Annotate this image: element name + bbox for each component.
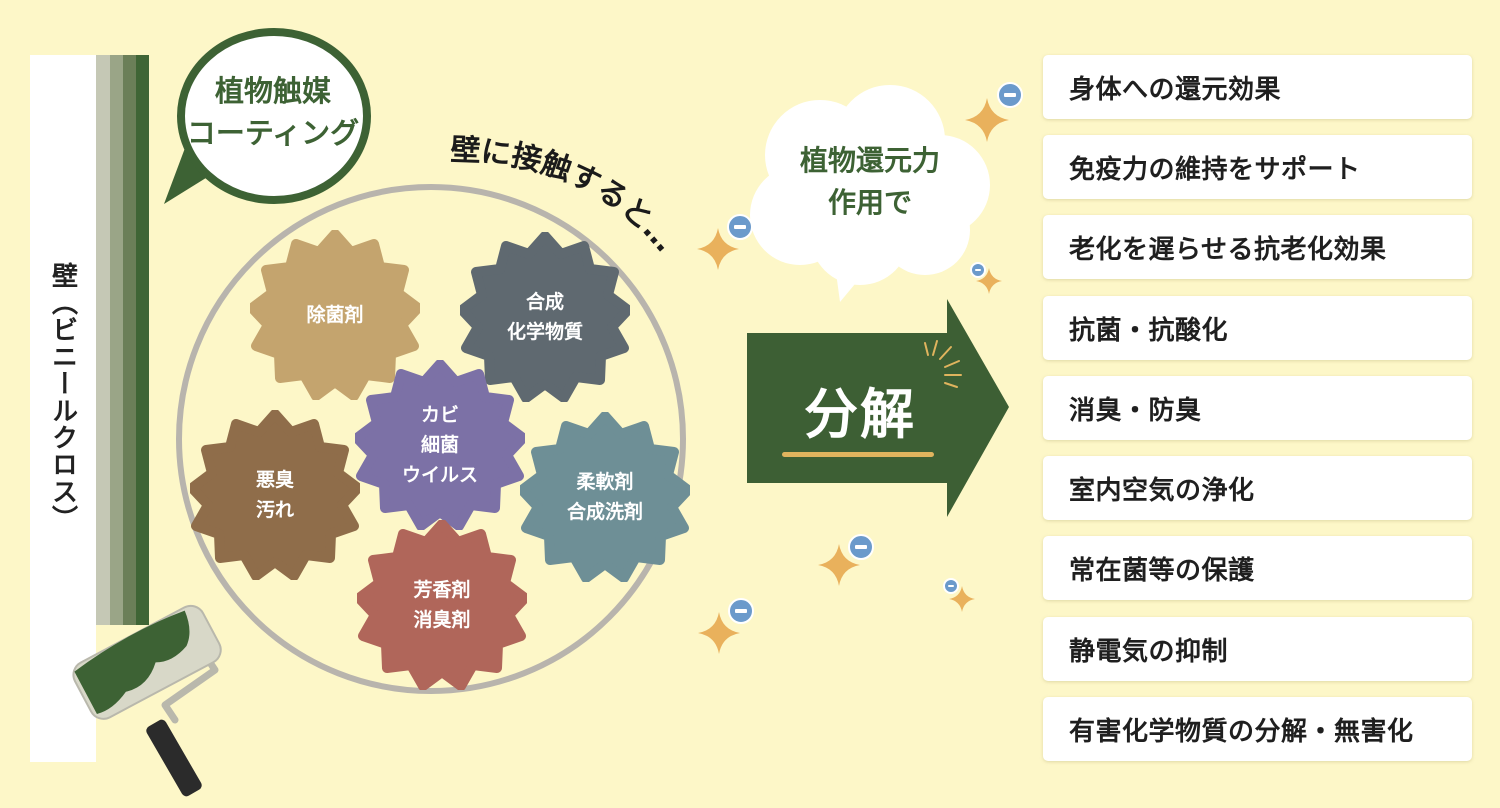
substance-fragrance-deodorant: 芳香剤 消臭剤 xyxy=(357,520,527,690)
effect-item: 抗菌・抗酸化 xyxy=(1043,296,1472,360)
substances-circle xyxy=(176,184,686,694)
decompose-label: 分解 xyxy=(804,383,916,446)
cloud-speech-bubble xyxy=(750,85,990,302)
effect-item: 消臭・防臭 xyxy=(1043,376,1472,440)
decompose-underline xyxy=(782,452,934,457)
paint-roller-icon xyxy=(72,604,222,797)
effect-item: 免疫力の維持をサポート xyxy=(1043,135,1472,199)
substance-mold-bacteria-virus: カビ 細菌 ウイルス xyxy=(355,360,525,530)
minus-ion-icon xyxy=(997,82,1023,108)
coating-speech-bubble xyxy=(164,28,371,204)
substance-synthetic-chemicals: 合成 化学物質 xyxy=(460,232,630,402)
substance-label: 除菌剤 xyxy=(306,304,364,326)
minus-ion-icon xyxy=(943,578,959,594)
sparkle-lines-icon xyxy=(924,340,962,388)
coating-stripe-2 xyxy=(110,55,123,625)
effect-item: 老化を遅らせる抗老化効果 xyxy=(1043,215,1472,279)
coating-title-line2: コーティング xyxy=(186,116,360,150)
decompose-arrow[interactable] xyxy=(745,295,1015,525)
coating-title-line1: 植物触媒 xyxy=(214,74,331,108)
minus-ion-icon xyxy=(970,262,986,278)
substance-label: 芳香剤 消臭剤 xyxy=(413,579,471,631)
minus-ion-icon xyxy=(728,598,754,624)
coating-title: 植物触媒 コーティング xyxy=(178,70,368,154)
substance-disinfectant: 除菌剤 xyxy=(250,230,420,400)
substance-label: 柔軟剤 合成洗剤 xyxy=(566,471,643,523)
coating-stripe-1 xyxy=(96,55,110,625)
effect-item: 静電気の抑制 xyxy=(1043,617,1472,681)
effect-item: 室内空気の浄化 xyxy=(1043,456,1472,520)
substance-softener-detergent: 柔軟剤 合成洗剤 xyxy=(520,412,690,582)
substance-label: カビ 細菌 ウイルス xyxy=(401,404,478,486)
coating-stripe-3 xyxy=(123,55,136,625)
effect-item: 身体への還元効果 xyxy=(1043,55,1472,119)
cloud-text: 植物還元力 作用で xyxy=(799,144,940,219)
effect-item: 有害化学物質の分解・無害化 xyxy=(1043,697,1472,761)
wall-panel xyxy=(30,55,96,762)
minus-ion-icon xyxy=(727,214,753,240)
effect-item: 常在菌等の保護 xyxy=(1043,536,1472,600)
substance-label: 合成 化学物質 xyxy=(506,291,583,343)
coating-stripe-4 xyxy=(136,55,149,625)
substance-label: 悪臭 汚れ xyxy=(255,469,294,521)
wall-label: 壁（ビニールクロス） xyxy=(47,262,78,532)
substance-odor-dirt: 悪臭 汚れ xyxy=(190,410,360,580)
minus-ion-icon xyxy=(848,534,874,560)
